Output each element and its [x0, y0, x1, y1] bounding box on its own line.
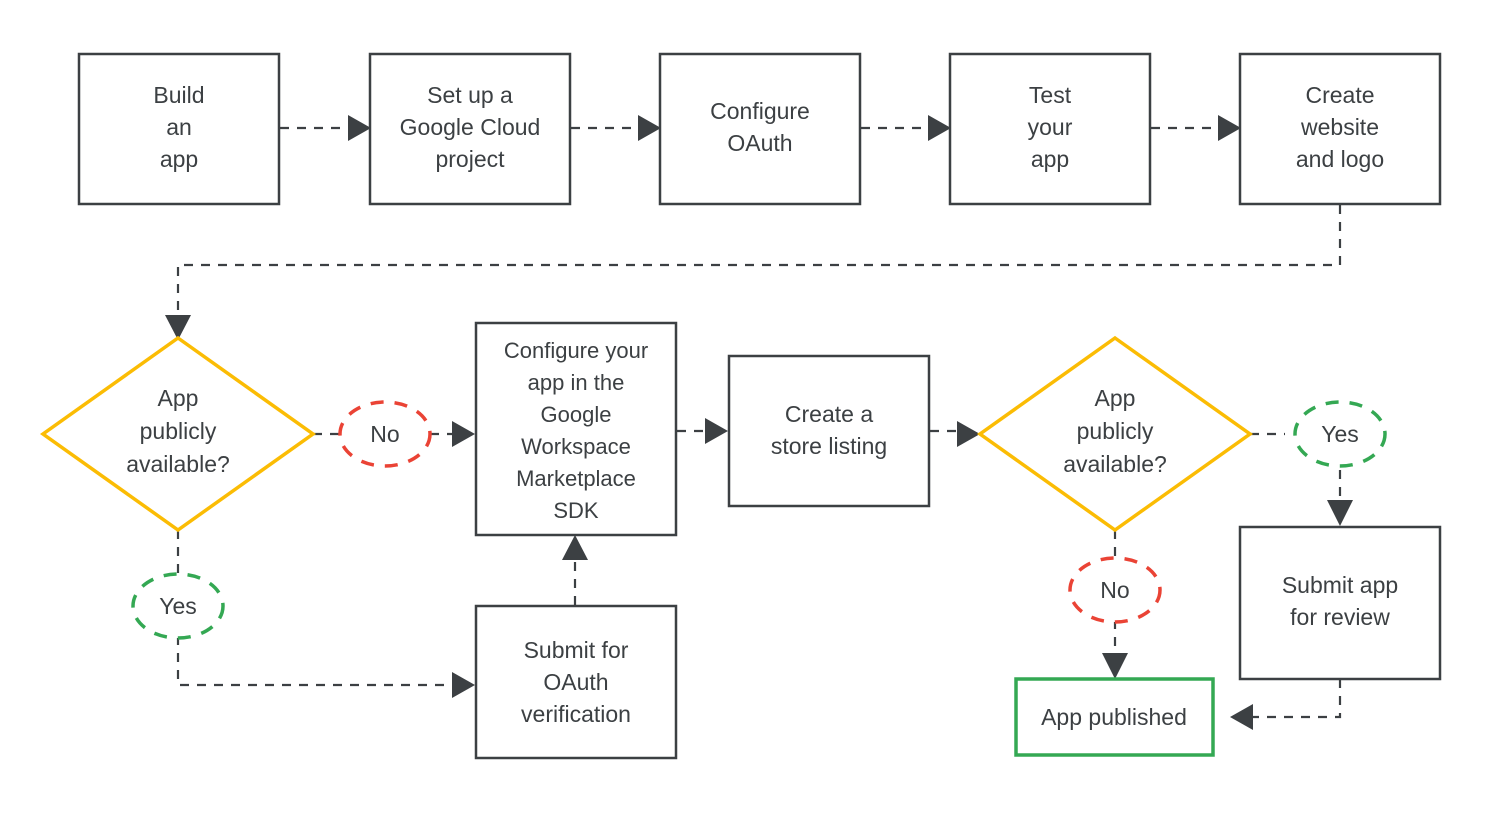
connector-oauth-verification-to-sdk: [562, 535, 588, 605]
connector-decision-one-no: [313, 421, 475, 447]
connector-decision-two-no: [1102, 530, 1128, 679]
svg-text:store listing: store listing: [771, 433, 887, 459]
svg-text:project: project: [435, 146, 505, 172]
svg-text:Configure: Configure: [710, 98, 810, 124]
node-app-published[interactable]: App published: [1014, 677, 1215, 757]
svg-text:Set up a: Set up a: [427, 82, 513, 108]
connector-decision-two-yes: [1250, 432, 1353, 526]
svg-text:publicly: publicly: [140, 418, 217, 444]
svg-text:Configure your: Configure your: [504, 338, 648, 363]
svg-text:available?: available?: [1063, 451, 1167, 477]
svg-text:No: No: [370, 421, 399, 447]
svg-text:publicly: publicly: [1077, 418, 1154, 444]
svg-text:Create: Create: [1305, 82, 1374, 108]
svg-text:and logo: and logo: [1296, 146, 1384, 172]
connector-store-listing-to-decision-two: [930, 421, 980, 447]
svg-text:Yes: Yes: [159, 593, 197, 619]
node-test-your-app[interactable]: Test your app: [948, 52, 1152, 206]
svg-text:Marketplace: Marketplace: [516, 466, 636, 491]
svg-text:app: app: [1031, 146, 1069, 172]
node-submit-for-oauth-verification[interactable]: Submit for OAuth verification: [474, 604, 678, 760]
svg-text:App: App: [1095, 385, 1136, 411]
edge-label-decision-one-no: No: [338, 400, 432, 468]
connector-test-to-create-website: [1151, 115, 1241, 141]
svg-text:Build: Build: [153, 82, 204, 108]
connector-setup-to-oauth: [571, 115, 661, 141]
node-configure-oauth[interactable]: Configure OAuth: [658, 52, 862, 206]
svg-text:SDK: SDK: [553, 498, 599, 523]
node-decision-app-publicly-available-one[interactable]: App publicly available?: [39, 335, 317, 533]
svg-text:Submit for: Submit for: [524, 637, 629, 663]
svg-text:website: website: [1300, 114, 1379, 140]
connector-review-to-published: [1230, 679, 1342, 730]
edge-label-decision-two-no: No: [1068, 556, 1162, 624]
node-set-up-google-cloud-project[interactable]: Set up a Google Cloud project: [368, 52, 572, 206]
svg-text:app: app: [160, 146, 198, 172]
svg-text:OAuth: OAuth: [543, 669, 608, 695]
svg-text:OAuth: OAuth: [727, 130, 792, 156]
svg-text:App published: App published: [1041, 704, 1187, 730]
svg-text:Create a: Create a: [785, 401, 873, 427]
svg-text:your: your: [1028, 114, 1073, 140]
connector-create-website-to-decision-one: [165, 205, 1342, 340]
node-build-an-app[interactable]: Build an app: [77, 52, 281, 206]
connector-build-to-setup: [280, 115, 371, 141]
svg-text:No: No: [1100, 577, 1129, 603]
node-decision-app-publicly-available-two[interactable]: App publicly available?: [976, 335, 1254, 533]
svg-text:an: an: [166, 114, 192, 140]
node-submit-app-for-review[interactable]: Submit app for review: [1238, 525, 1442, 681]
edge-label-decision-two-yes: Yes: [1293, 400, 1387, 468]
svg-text:App: App: [158, 385, 199, 411]
connector-decision-one-yes: [176, 530, 475, 698]
node-configure-app-in-marketplace-sdk[interactable]: Configure your app in the Google Workspa…: [474, 321, 678, 537]
svg-text:verification: verification: [521, 701, 631, 727]
node-create-website-and-logo[interactable]: Create website and logo: [1238, 52, 1442, 206]
node-create-a-store-listing[interactable]: Create a store listing: [727, 354, 931, 508]
svg-text:app in the: app in the: [528, 370, 625, 395]
svg-text:for review: for review: [1290, 604, 1390, 630]
svg-text:Workspace: Workspace: [521, 434, 631, 459]
svg-text:Yes: Yes: [1321, 421, 1359, 447]
connector-oauth-to-test: [861, 115, 951, 141]
svg-text:Test: Test: [1029, 82, 1072, 108]
svg-text:Google: Google: [541, 402, 612, 427]
svg-text:Google Cloud: Google Cloud: [400, 114, 541, 140]
edge-label-decision-one-yes: Yes: [131, 572, 225, 640]
connector-sdk-to-store-listing: [677, 418, 728, 444]
svg-text:available?: available?: [126, 451, 230, 477]
svg-text:Submit app: Submit app: [1282, 572, 1398, 598]
